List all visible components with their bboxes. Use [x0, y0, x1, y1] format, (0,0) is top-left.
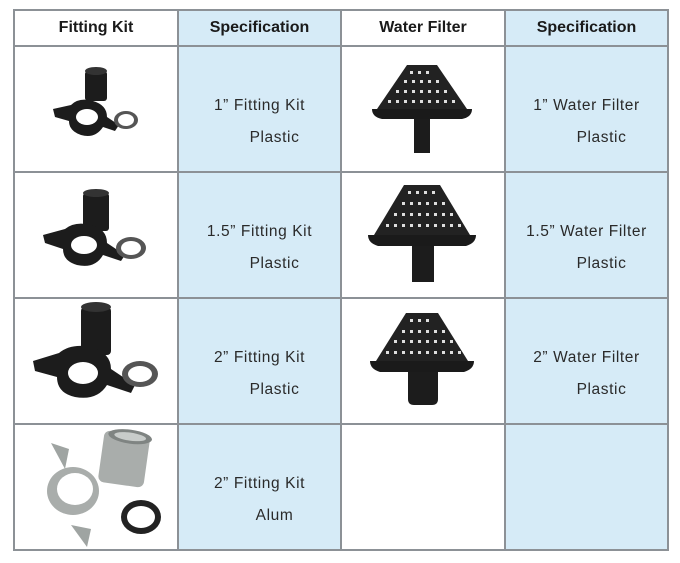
header-fitting-kit: Fitting Kit — [13, 9, 179, 47]
plastic-fitting-kit-icon — [43, 189, 146, 266]
table-row: 1” Fitting Kit Plastic — [13, 45, 669, 173]
filter-spec-size: 1.5” Water Filter — [526, 223, 647, 240]
water-filter-cell — [340, 297, 506, 425]
fitting-spec-size: 2” Fitting Kit — [213, 475, 306, 492]
table-row: 2” Fitting Kit Alum — [13, 423, 669, 551]
fitting-spec-cell: 2” Fitting Kit Alum — [177, 423, 342, 551]
water-filter-image — [342, 47, 504, 171]
fitting-spec-material: Plastic — [249, 255, 300, 272]
table-row: 2” Fitting Kit Plastic — [13, 297, 669, 425]
aluminum-fitting-kit-icon — [47, 429, 161, 547]
fitting-spec-cell: 2” Fitting Kit Plastic — [177, 297, 342, 425]
table-row: 1.5” Fitting Kit Plastic — [13, 171, 669, 299]
fitting-spec-size: 2” Fitting Kit — [213, 349, 306, 366]
filter-spec-material: Plastic — [576, 255, 627, 272]
fitting-spec-size: 1” Fitting Kit — [213, 97, 306, 114]
filter-spec-cell: 1” Water Filter Plastic — [504, 45, 669, 173]
header-filter-specification: Specification — [504, 9, 669, 47]
fitting-kit-cell — [13, 171, 179, 299]
fitting-kit-cell — [13, 45, 179, 173]
cone-water-filter-icon — [368, 185, 476, 282]
water-filter-cell — [340, 171, 506, 299]
fitting-spec-size: 1.5” Fitting Kit — [206, 223, 313, 240]
fitting-kit-cell — [13, 297, 179, 425]
filter-spec-cell: 2” Water Filter Plastic — [504, 297, 669, 425]
filter-spec-size: 2” Water Filter — [533, 349, 640, 366]
header-fitting-specification: Specification — [177, 9, 342, 47]
water-filter-cell-empty — [340, 423, 506, 551]
plastic-fitting-kit-icon — [53, 67, 138, 136]
header-row: Fitting Kit Specification Water Filter S… — [13, 9, 669, 47]
filter-spec-cell: 1.5” Water Filter Plastic — [504, 171, 669, 299]
filter-spec-material: Plastic — [576, 381, 627, 398]
cone-water-filter-icon — [372, 65, 472, 153]
filter-spec-material: Plastic — [576, 129, 627, 146]
water-filter-image — [342, 173, 504, 297]
fitting-kit-image — [15, 47, 177, 171]
cone-water-filter-icon — [370, 313, 474, 405]
fitting-kit-image — [15, 173, 177, 297]
water-filter-image — [342, 299, 504, 423]
water-filter-cell — [340, 45, 506, 173]
fitting-spec-material: Alum — [255, 507, 294, 524]
plastic-fitting-kit-icon — [33, 302, 158, 398]
fitting-kit-image — [15, 299, 177, 423]
fitting-spec-cell: 1” Fitting Kit Plastic — [177, 45, 342, 173]
fitting-spec-material: Plastic — [249, 381, 300, 398]
fitting-spec-cell: 1.5” Fitting Kit Plastic — [177, 171, 342, 299]
filter-spec-size: 1” Water Filter — [533, 97, 640, 114]
fitting-kit-cell — [13, 423, 179, 551]
fitting-kit-image — [15, 425, 177, 549]
filter-spec-cell-empty — [504, 423, 669, 551]
header-water-filter: Water Filter — [340, 9, 506, 47]
fitting-spec-material: Plastic — [249, 129, 300, 146]
product-spec-table: Fitting Kit Specification Water Filter S… — [13, 9, 669, 551]
